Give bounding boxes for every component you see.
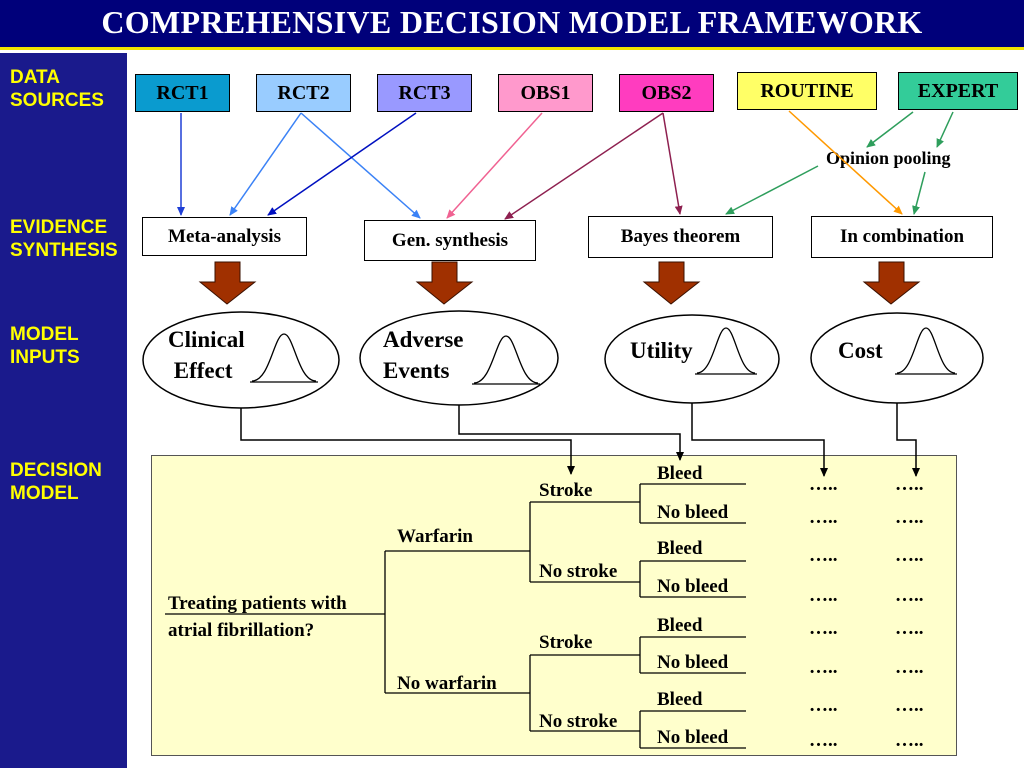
tree-leaf-bleed: Bleed xyxy=(657,463,703,484)
outcome-placeholder: ….. xyxy=(895,657,924,678)
source-expert: EXPERT xyxy=(898,72,1018,110)
input-connectors xyxy=(240,403,920,477)
block-arrow-cost xyxy=(862,261,921,305)
outcome-placeholder: ….. xyxy=(895,545,924,566)
combination-box: In combination xyxy=(811,216,993,258)
arrow-obs1-gen xyxy=(446,112,543,219)
distribution-icon-clinical xyxy=(250,333,318,383)
outcome-placeholder: ….. xyxy=(809,507,838,528)
outcome-placeholder: ….. xyxy=(895,618,924,639)
tree-branch-warfarin: Warfarin xyxy=(397,526,473,547)
outcome-placeholder: ….. xyxy=(895,507,924,528)
source-obs1: OBS1 xyxy=(498,74,593,112)
arrow-obs2-bayes xyxy=(662,112,683,215)
input-label-utility: Utility xyxy=(630,338,693,363)
page-title: COMPREHENSIVE DECISION MODEL FRAMEWORK xyxy=(101,4,923,40)
tree-branch-no-warfarin: No warfarin xyxy=(397,673,497,694)
tree-branch-stroke: Stroke xyxy=(539,632,593,653)
tree-branch-no-stroke: No stroke xyxy=(539,561,618,582)
distribution-icon-utility xyxy=(695,327,757,375)
tree-root-question: Treating patients with atrial fibrillati… xyxy=(168,593,347,641)
outcome-placeholder: ….. xyxy=(809,657,838,678)
sidebar-label-evidence-synthesis: EVIDENCE SYNTHESIS xyxy=(10,217,118,261)
outcome-placeholder: ….. xyxy=(809,545,838,566)
source-obs2: OBS2 xyxy=(619,74,714,112)
outcome-placeholder: ….. xyxy=(809,585,838,606)
outcome-placeholder: ….. xyxy=(895,474,924,495)
arrow-rct2-meta xyxy=(229,112,302,216)
sidebar-label-decision-model: DECISION MODEL xyxy=(10,460,102,504)
source-rct2: RCT2 xyxy=(256,74,351,112)
block-arrow-adverse xyxy=(415,261,474,305)
distribution-icon-adverse xyxy=(472,335,540,385)
tree-leaf-bleed: Bleed xyxy=(657,538,703,559)
connector-cost xyxy=(896,403,920,477)
sidebar-label-model-inputs: MODEL INPUTS xyxy=(10,324,80,368)
source-routine: ROUTINE xyxy=(737,72,877,110)
outcome-placeholder: ….. xyxy=(895,585,924,606)
tree-leaf-bleed: Bleed xyxy=(657,615,703,636)
outcome-placeholder: ….. xyxy=(809,474,838,495)
outcome-placeholder: ….. xyxy=(895,695,924,716)
connector-clinical xyxy=(240,408,575,475)
arrow-rct2-gen xyxy=(300,112,421,219)
block-arrow-clinical xyxy=(198,261,257,305)
outcome-placeholder: ….. xyxy=(895,730,924,751)
tree-leaf-no-bleed: No bleed xyxy=(657,576,729,597)
tree-leaf-no-bleed: No bleed xyxy=(657,652,729,673)
arrow-routine-combination xyxy=(788,110,903,215)
connector-adverse xyxy=(458,405,684,461)
block-arrow-utility xyxy=(642,261,701,305)
distribution-icon-cost xyxy=(895,327,957,375)
distribution-curves xyxy=(250,327,957,385)
tree-leaf-no-bleed: No bleed xyxy=(657,502,729,523)
input-label-clinical-effect: Clinical Effect xyxy=(168,327,245,383)
tree-branch-stroke: Stroke xyxy=(539,480,593,501)
arrow-pool-bayes xyxy=(725,165,819,215)
arrow-expert-pool-b xyxy=(936,111,954,148)
input-label-adverse-events: Adverse Events xyxy=(383,327,464,383)
sidebar: DATA SOURCES EVIDENCE SYNTHESIS MODEL IN… xyxy=(0,53,127,768)
meta-analysis-box: Meta-analysis xyxy=(142,217,307,256)
source-rct3: RCT3 xyxy=(377,74,472,112)
bayes-theorem-box: Bayes theorem xyxy=(588,216,773,258)
arrow-expert-pool-a xyxy=(866,111,914,148)
gen-synthesis-box: Gen. synthesis xyxy=(364,220,536,261)
opinion-pooling-label: Opinion pooling xyxy=(826,148,951,168)
block-arrows xyxy=(198,261,921,305)
arrow-obs2-gen xyxy=(504,112,664,220)
arrow-rct3-meta xyxy=(267,112,417,216)
decision-tree-lines xyxy=(165,483,746,749)
source-arrows xyxy=(177,110,954,220)
connector-utility xyxy=(691,403,828,477)
outcome-placeholder: ….. xyxy=(809,730,838,751)
tree-branch-no-stroke: No stroke xyxy=(539,711,618,732)
title-bar: COMPREHENSIVE DECISION MODEL FRAMEWORK xyxy=(0,0,1024,50)
decision-tree-panel xyxy=(151,455,957,756)
outcome-placeholder: ….. xyxy=(809,618,838,639)
input-label-cost: Cost xyxy=(838,338,883,363)
model-input-ellipses xyxy=(142,310,984,409)
source-rct1: RCT1 xyxy=(135,74,230,112)
tree-leaf-bleed: Bleed xyxy=(657,689,703,710)
arrow-pool-combination xyxy=(912,171,926,215)
sidebar-label-data-sources: DATA SOURCES xyxy=(10,67,104,111)
ellipse-cost xyxy=(810,312,984,404)
outcome-placeholder: ….. xyxy=(809,695,838,716)
tree-leaf-no-bleed: No bleed xyxy=(657,727,729,748)
